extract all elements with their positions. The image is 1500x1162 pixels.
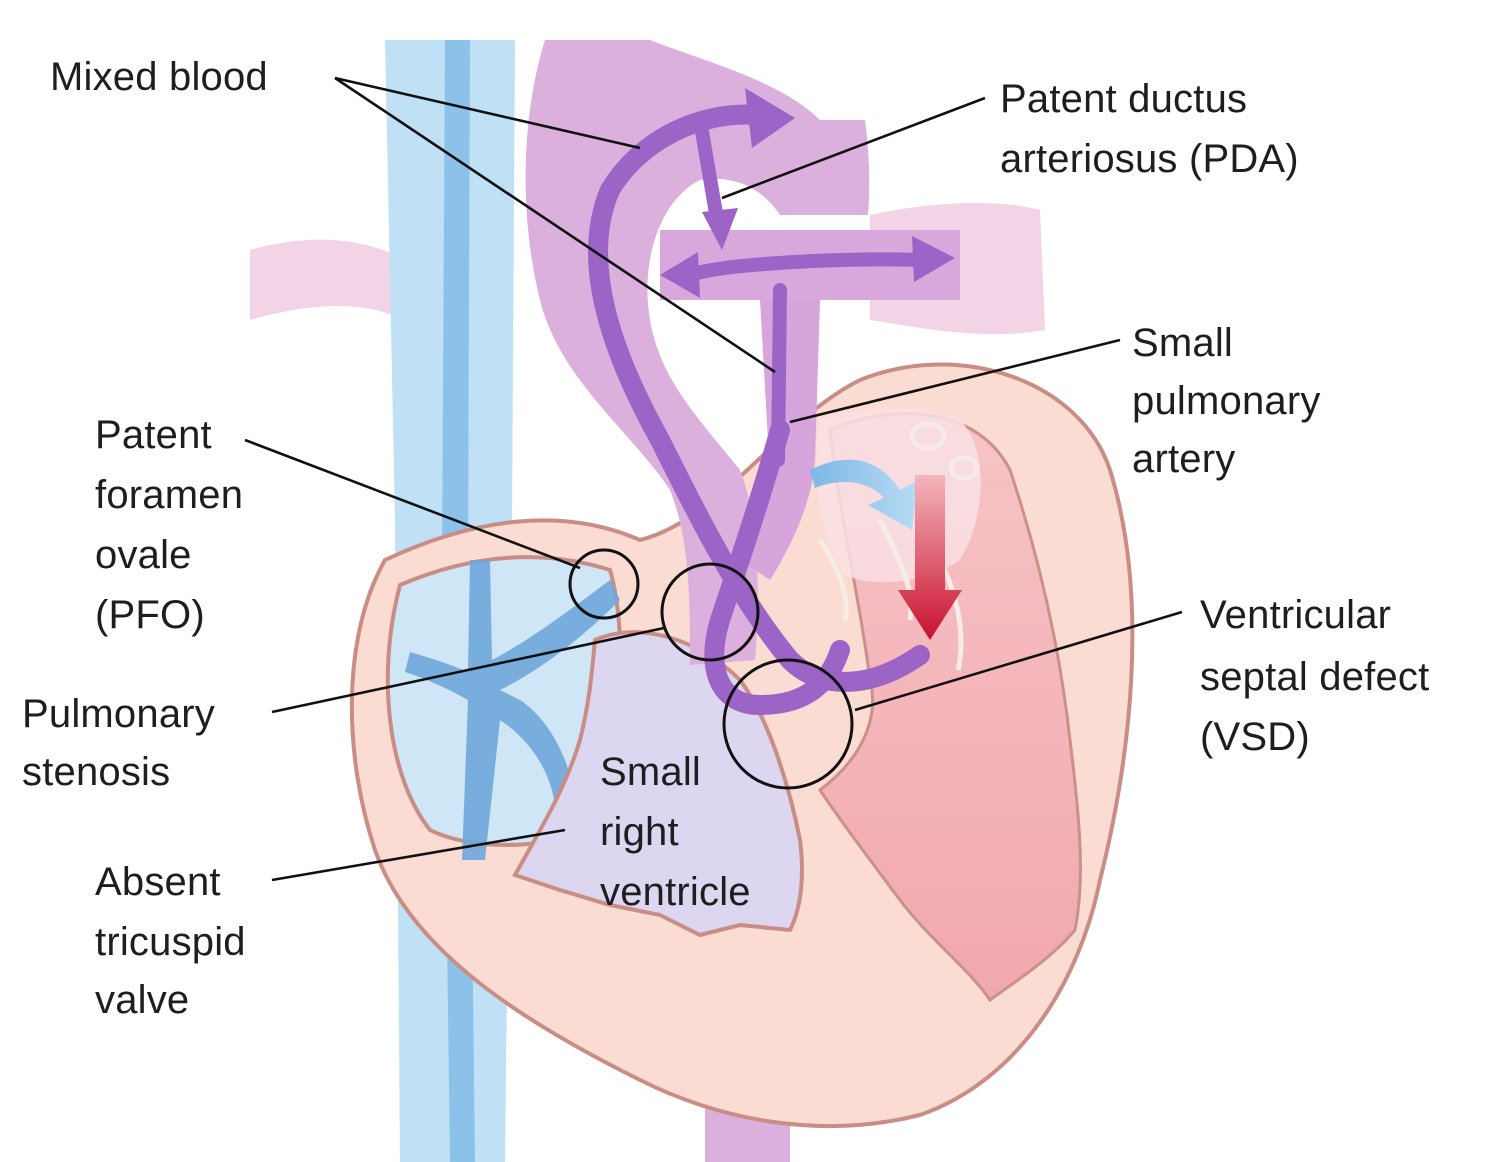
label-pfo-line3: ovale [95, 533, 192, 577]
label-pfo-line1: Patent [95, 413, 212, 457]
label-atv-line3: valve [95, 978, 189, 1022]
label-vsd-line2: septal defect [1200, 655, 1429, 699]
leader-lines [244, 76, 1183, 882]
leader-small-pa [789, 338, 1121, 424]
leader-vsd [854, 610, 1183, 712]
pfo-ring [568, 548, 640, 620]
mixed-flow-loop [704, 420, 850, 715]
mixed-flow-arrows [588, 88, 955, 715]
pulmonary-stem-flow [771, 283, 787, 467]
left-heart-flow [810, 459, 962, 640]
label-ps-line2: stenosis [22, 750, 170, 794]
label-pfo-line2: foramen [95, 473, 243, 517]
label-pda-line1: Patent ductus [1000, 77, 1247, 121]
label-srv-line3: ventricle [600, 870, 751, 914]
leader-pulmonary-stenosis [271, 626, 665, 714]
pulmonary-vein-opening [948, 455, 980, 481]
mixed-flow-arch [588, 104, 930, 692]
labels: Mixed blood Patent ductus arteriosus (PD… [22, 55, 1429, 1022]
pulmonary-stenosis-ring [660, 562, 760, 662]
label-srv-line1: Small [600, 750, 701, 794]
label-vsd-line1: Ventricular [1200, 593, 1391, 637]
label-pfo-line4: (PFO) [95, 593, 205, 637]
mixed-flow-arrowhead-top [745, 88, 795, 148]
vsd-ring [722, 658, 854, 790]
leader-mixed-blood-1 [334, 76, 641, 150]
label-srv-line2: right [600, 810, 679, 854]
leader-pfo [244, 438, 581, 570]
label-atv-line2: tricuspid [95, 920, 246, 964]
label-pda-line2: arteriosus (PDA) [1000, 137, 1299, 181]
label-mixed-blood: Mixed blood [50, 55, 268, 99]
leader-mixed-blood-2 [334, 76, 776, 374]
chordae-tendineae [817, 518, 964, 671]
label-atv-line1: Absent [95, 860, 221, 904]
label-small-pa-line1: Small [1132, 321, 1233, 365]
pulmonary-branch-arrowhead-left [660, 252, 700, 298]
leader-pda [721, 96, 986, 200]
pulmonary-vein-opening [909, 421, 947, 451]
blue-flow-arrow [810, 459, 918, 530]
pda-flow-arrowhead [702, 208, 738, 250]
pulmonary-branch-arrowhead-right [912, 236, 955, 282]
label-ps-line1: Pulmonary [22, 692, 215, 736]
label-vsd-line3: (VSD) [1200, 715, 1310, 759]
leader-absent-tricuspid [271, 828, 566, 882]
label-small-pa-line2: pulmonary [1132, 379, 1321, 423]
pulmonary-branch-flow [683, 252, 925, 282]
red-flow-arrow [898, 475, 962, 640]
pulmonary-vein-left [250, 239, 420, 330]
label-small-pa-line3: artery [1132, 437, 1235, 481]
pda-flow [693, 113, 725, 232]
